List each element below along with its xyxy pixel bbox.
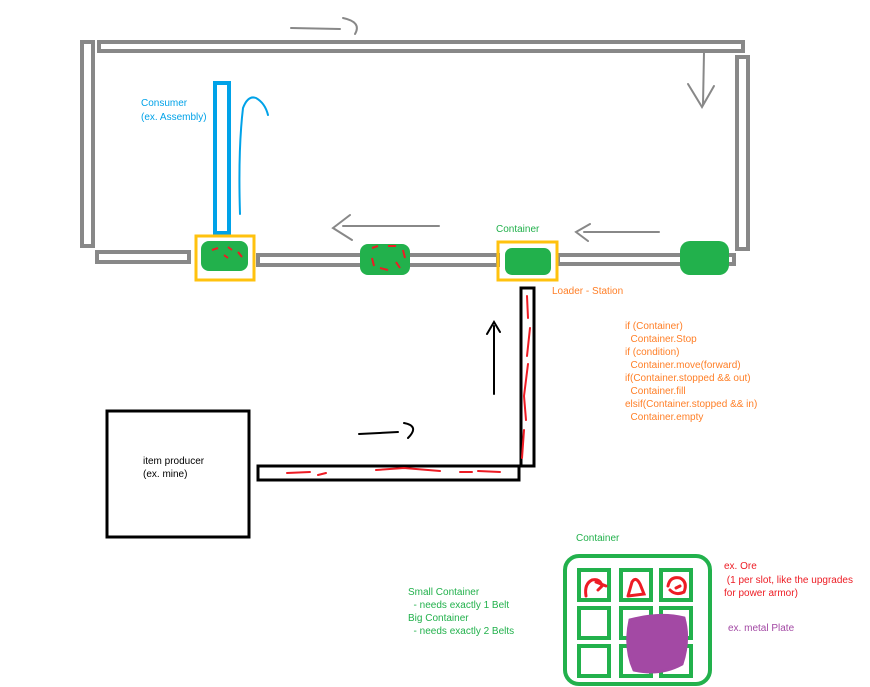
code-line: if (condition) <box>625 347 679 358</box>
consumer: Consumer (ex. Assembly) <box>141 81 269 235</box>
flow-arrows-black <box>358 320 501 439</box>
item-producer-label: item producer <box>143 456 205 467</box>
belt-bottom-segment-1 <box>95 250 191 264</box>
producer-belt-horizontal <box>256 464 521 482</box>
arrow-top-right-icon <box>290 17 358 35</box>
code-line: Container.Stop <box>625 334 697 345</box>
code-line: if (Container) <box>625 321 683 332</box>
ore-note-line-1: (1 per slot, like the upgrades <box>724 575 853 586</box>
big-container-label: Big Container <box>408 613 469 624</box>
container-right <box>680 241 729 275</box>
loader-station-label: Loader - Station <box>552 286 623 297</box>
container-size-notes: Small Container - needs exactly 1 Belt B… <box>408 587 514 637</box>
station-consumer <box>194 234 256 282</box>
flow-arrows-gray <box>290 17 715 242</box>
arrow-left-station-icon <box>574 223 660 242</box>
code-line: Container.empty <box>625 412 703 423</box>
small-container-label: Small Container <box>408 587 480 598</box>
ore-note-line-2: for power armor) <box>724 588 798 599</box>
consumer-label: Consumer <box>141 98 188 109</box>
metal-plate-scribble <box>626 613 689 674</box>
ore-icon <box>626 577 647 598</box>
consumer-arrow-icon <box>238 96 269 215</box>
slot <box>659 568 693 602</box>
station-logic-code: if (Container) Container.Stop if (conditi… <box>625 321 757 423</box>
producer-belt-vertical <box>519 286 536 468</box>
loader-station <box>496 240 559 282</box>
ore-icon <box>584 578 608 598</box>
metal-plate-label: ex. metal Plate <box>728 623 795 634</box>
big-container-note: - needs exactly 2 Belts <box>408 626 514 637</box>
belt-items <box>286 295 531 476</box>
belt-right <box>735 55 750 251</box>
belt-left <box>80 40 95 248</box>
container-contents-scribble <box>211 246 243 259</box>
code-line: Container.move(forward) <box>625 360 741 371</box>
container-detail-label: Container <box>576 533 620 544</box>
ore-icon <box>666 576 687 596</box>
item-producer-example-label: (ex. mine) <box>143 469 187 480</box>
producer-belt <box>256 286 536 482</box>
code-line: Container.fill <box>625 386 686 397</box>
arrow-down-right-icon <box>687 51 715 109</box>
code-line: if(Container.stopped && out) <box>625 373 751 384</box>
ore-example-label: ex. Ore <box>724 561 757 572</box>
container-at-loader <box>505 248 551 275</box>
consumer-belt <box>213 81 231 235</box>
ore-items <box>584 576 687 598</box>
container-contents-scribble <box>371 245 406 271</box>
consumer-example-label: (ex. Assembly) <box>141 112 207 123</box>
container-moving <box>360 244 410 275</box>
slot <box>577 606 611 640</box>
container-detail: Container ex. Ore (1 per slot, like the … <box>563 533 853 686</box>
small-container-note: - needs exactly 1 Belt <box>408 600 509 611</box>
item-producer: item producer (ex. mine) <box>105 409 251 539</box>
container-top-label: Container <box>496 224 540 235</box>
belt-top <box>97 40 745 53</box>
arrow-left-middle-icon <box>331 214 440 241</box>
slot <box>577 644 611 678</box>
code-line: elsif(Container.stopped && in) <box>625 399 757 410</box>
arrow-right-icon <box>358 422 415 439</box>
arrow-up-icon <box>486 320 501 395</box>
